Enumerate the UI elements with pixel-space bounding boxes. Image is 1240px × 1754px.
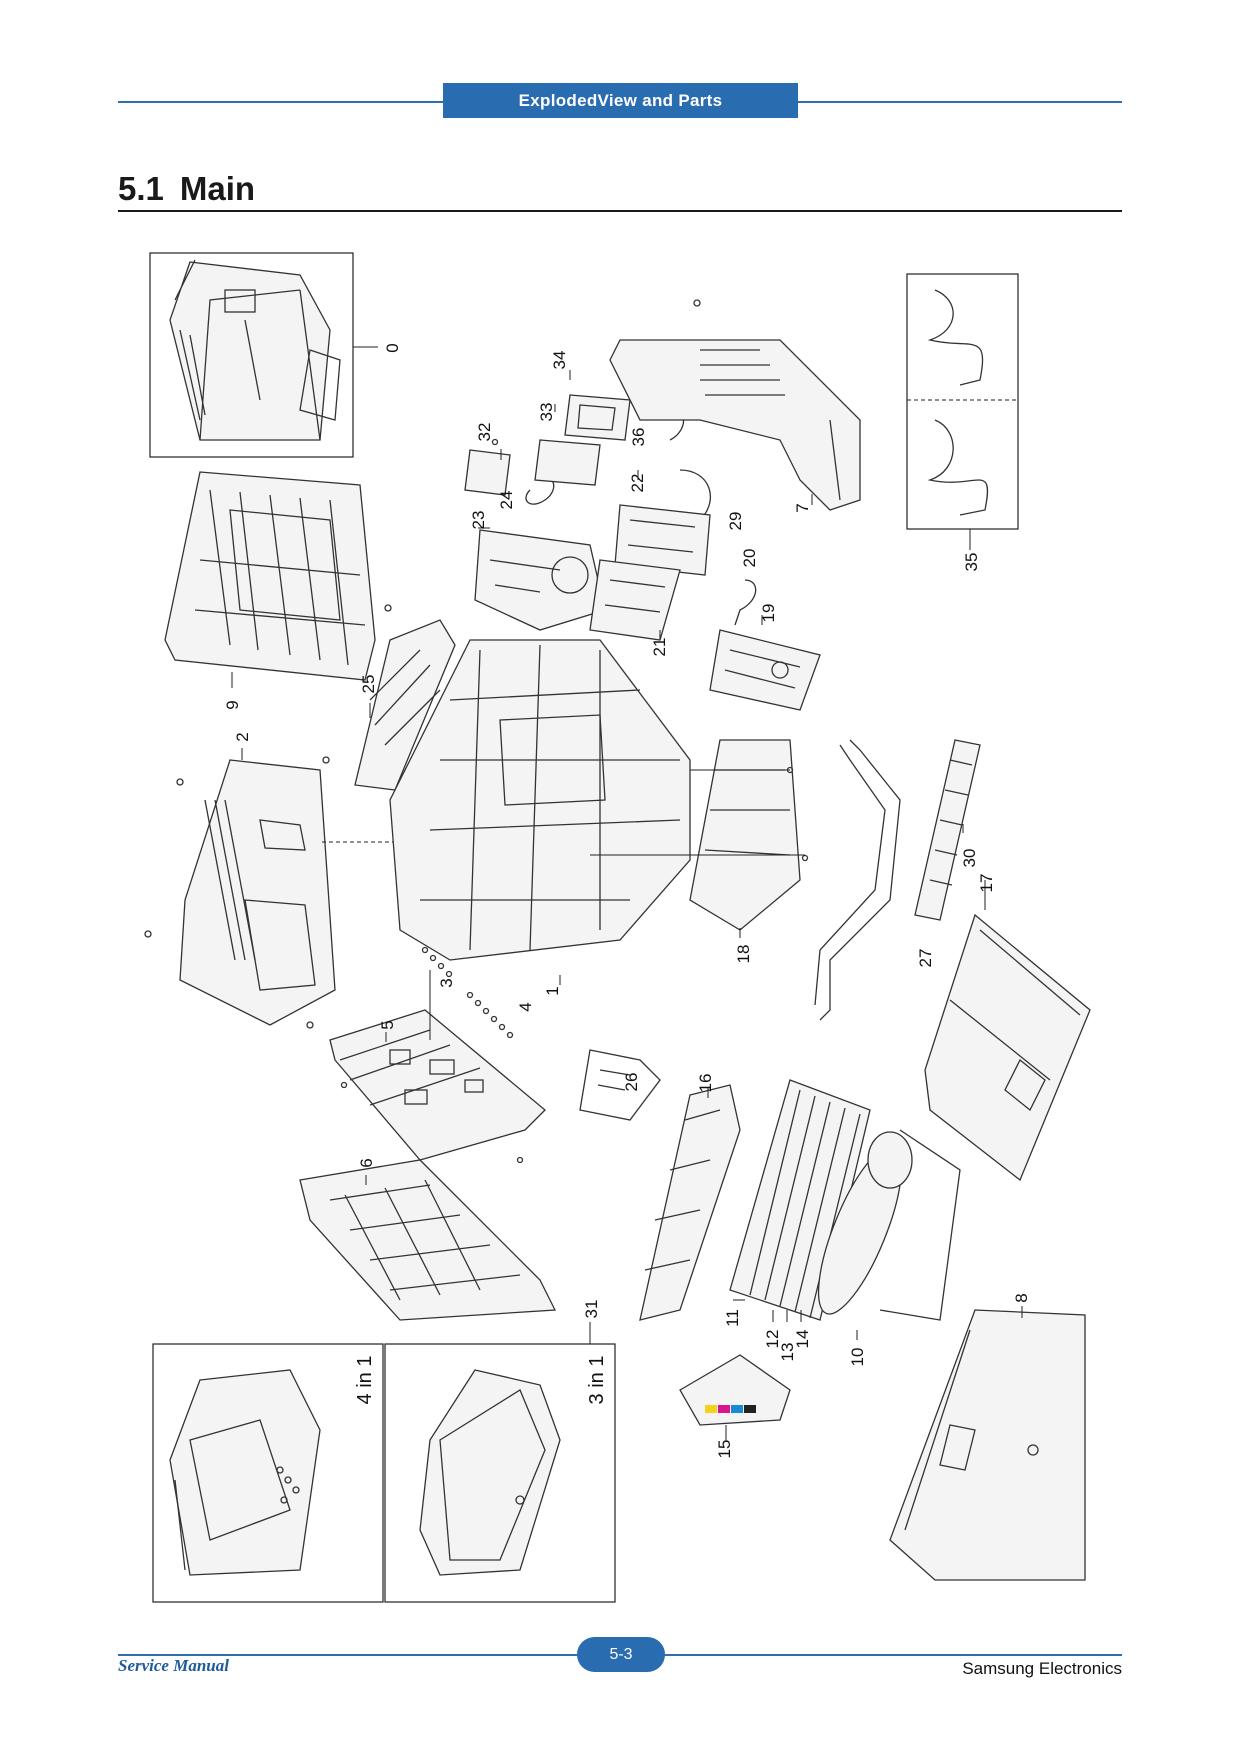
part-34 bbox=[564, 394, 631, 441]
callout-15: 15 bbox=[715, 1440, 734, 1459]
callout-20: 20 bbox=[740, 549, 759, 568]
callout-27: 27 bbox=[916, 949, 935, 968]
callout-3: 3 bbox=[437, 978, 456, 987]
part-22 bbox=[614, 504, 711, 576]
callout-14: 14 bbox=[793, 1330, 812, 1349]
callout-8: 8 bbox=[1012, 1293, 1031, 1302]
part-26 bbox=[579, 1049, 661, 1121]
part-0-frame bbox=[149, 252, 354, 458]
part-20 bbox=[734, 579, 757, 626]
part-4 bbox=[466, 991, 514, 1039]
variant-3in1-printer bbox=[419, 1369, 561, 1576]
header-rule-right bbox=[797, 101, 1122, 103]
callout-31: 31 bbox=[582, 1300, 601, 1319]
part-35 bbox=[927, 289, 989, 516]
part-17 bbox=[924, 913, 1091, 1182]
part-8 bbox=[889, 1309, 1086, 1581]
part-2 bbox=[144, 759, 336, 1029]
part-19 bbox=[709, 629, 821, 711]
callout-29: 29 bbox=[726, 512, 745, 531]
part-33 bbox=[534, 439, 601, 486]
section-number: 5.1 bbox=[118, 170, 164, 207]
footer-manual-label: Service Manual bbox=[118, 1656, 229, 1675]
part-3 bbox=[421, 946, 453, 978]
callout-4: 4 bbox=[516, 1002, 535, 1011]
callout-25: 25 bbox=[359, 675, 378, 694]
callout-17: 17 bbox=[977, 874, 996, 893]
header-title: ExplodedView and Parts bbox=[443, 83, 798, 118]
variant-4in1-frame bbox=[152, 1343, 384, 1603]
part-25 bbox=[322, 604, 456, 791]
callout-6: 6 bbox=[357, 1158, 376, 1167]
callout-13: 13 bbox=[778, 1343, 797, 1362]
part-16 bbox=[639, 1084, 741, 1321]
callout-23: 23 bbox=[469, 511, 488, 530]
callout-35: 35 bbox=[962, 553, 981, 572]
footer-company: Samsung Electronics bbox=[962, 1659, 1122, 1678]
callout-22: 22 bbox=[628, 474, 647, 493]
callout-16: 16 bbox=[696, 1074, 715, 1093]
part-15 bbox=[679, 1354, 791, 1426]
callout-9: 9 bbox=[223, 700, 242, 709]
callout-11: 11 bbox=[723, 1309, 742, 1327]
part-32 bbox=[464, 438, 511, 496]
part-35-frame bbox=[906, 273, 1019, 530]
section-rule bbox=[118, 210, 1122, 212]
callout-5: 5 bbox=[378, 1020, 397, 1029]
part-0-printer bbox=[169, 259, 341, 441]
callout-12: 12 bbox=[763, 1330, 782, 1349]
section-name: Main bbox=[179, 170, 256, 207]
part-9 bbox=[164, 471, 376, 681]
variant-3in1-frame bbox=[384, 1343, 616, 1603]
part-7 bbox=[609, 299, 861, 511]
part-27-strip bbox=[819, 739, 901, 1021]
callout-21: 21 bbox=[650, 638, 669, 657]
part-23 bbox=[474, 529, 606, 631]
callout-30: 30 bbox=[960, 849, 979, 868]
callout-26: 26 bbox=[622, 1073, 641, 1092]
callout-34: 34 bbox=[550, 351, 569, 370]
callout-36: 36 bbox=[629, 428, 648, 447]
callout-18: 18 bbox=[734, 945, 753, 964]
variant-4in1-printer bbox=[169, 1369, 321, 1576]
page-number: 5-3 bbox=[577, 1637, 665, 1672]
callout-33: 33 bbox=[537, 403, 556, 422]
callout-10: 10 bbox=[848, 1348, 867, 1367]
section-title: 5.1 Main bbox=[118, 172, 255, 205]
callout-0: 0 bbox=[383, 343, 402, 352]
header-rule-left bbox=[118, 101, 444, 103]
callout-24: 24 bbox=[497, 491, 516, 510]
callout-2: 2 bbox=[233, 732, 252, 741]
part-1 bbox=[389, 639, 691, 961]
part-6 bbox=[299, 1159, 557, 1321]
part-21 bbox=[589, 559, 681, 641]
parts-11-14-toners bbox=[729, 1079, 871, 1321]
part-30 bbox=[914, 739, 981, 921]
callout-19: 19 bbox=[759, 604, 778, 623]
part-5 bbox=[329, 1009, 546, 1164]
callout-32: 32 bbox=[475, 423, 494, 442]
callout-1: 1 bbox=[543, 986, 562, 995]
variant-label-3in1: 3 in 1 bbox=[586, 1356, 608, 1405]
callout-7: 7 bbox=[793, 503, 812, 512]
variant-label-4in1: 4 in 1 bbox=[354, 1356, 376, 1405]
part-10 bbox=[817, 1129, 961, 1321]
part-18 bbox=[689, 739, 809, 931]
